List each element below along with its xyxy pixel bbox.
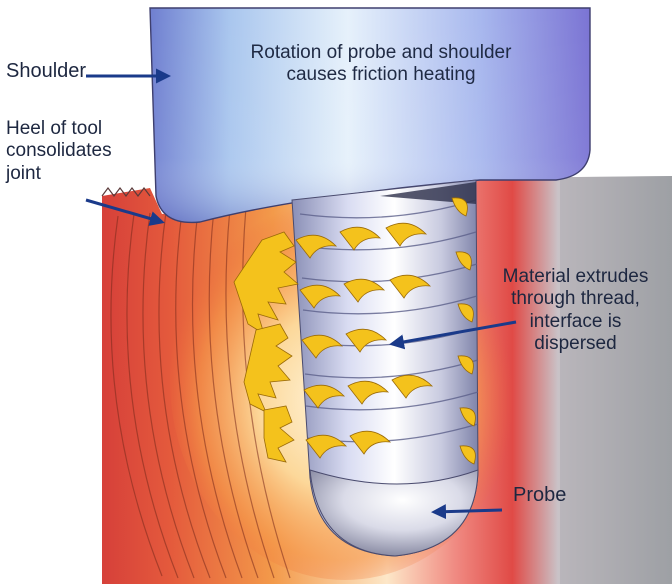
material-label-line-1: Material extrudes xyxy=(488,266,663,288)
rotation-label-line-2: causes friction heating xyxy=(246,64,516,86)
heel-label: Heel of tool consolidates joint xyxy=(6,118,112,185)
material-label: Material extrudes through thread, interf… xyxy=(488,266,663,356)
material-label-line-3: interface is xyxy=(488,311,663,333)
probe-label: Probe xyxy=(513,484,566,508)
heel-label-line-1: Heel of tool xyxy=(6,118,112,140)
material-label-line-2: through thread, xyxy=(488,288,663,310)
heel-label-line-2: consolidates xyxy=(6,140,112,162)
rotation-label: Rotation of probe and shoulder causes fr… xyxy=(246,42,516,87)
probe-arrow xyxy=(434,510,502,512)
rotation-label-line-1: Rotation of probe and shoulder xyxy=(246,42,516,64)
probe-label-text: Probe xyxy=(513,484,566,508)
shoulder-label: Shoulder xyxy=(6,60,86,84)
material-label-line-4: dispersed xyxy=(488,333,663,355)
heel-label-line-3: joint xyxy=(6,163,112,185)
shoulder-label-text: Shoulder xyxy=(6,60,86,84)
